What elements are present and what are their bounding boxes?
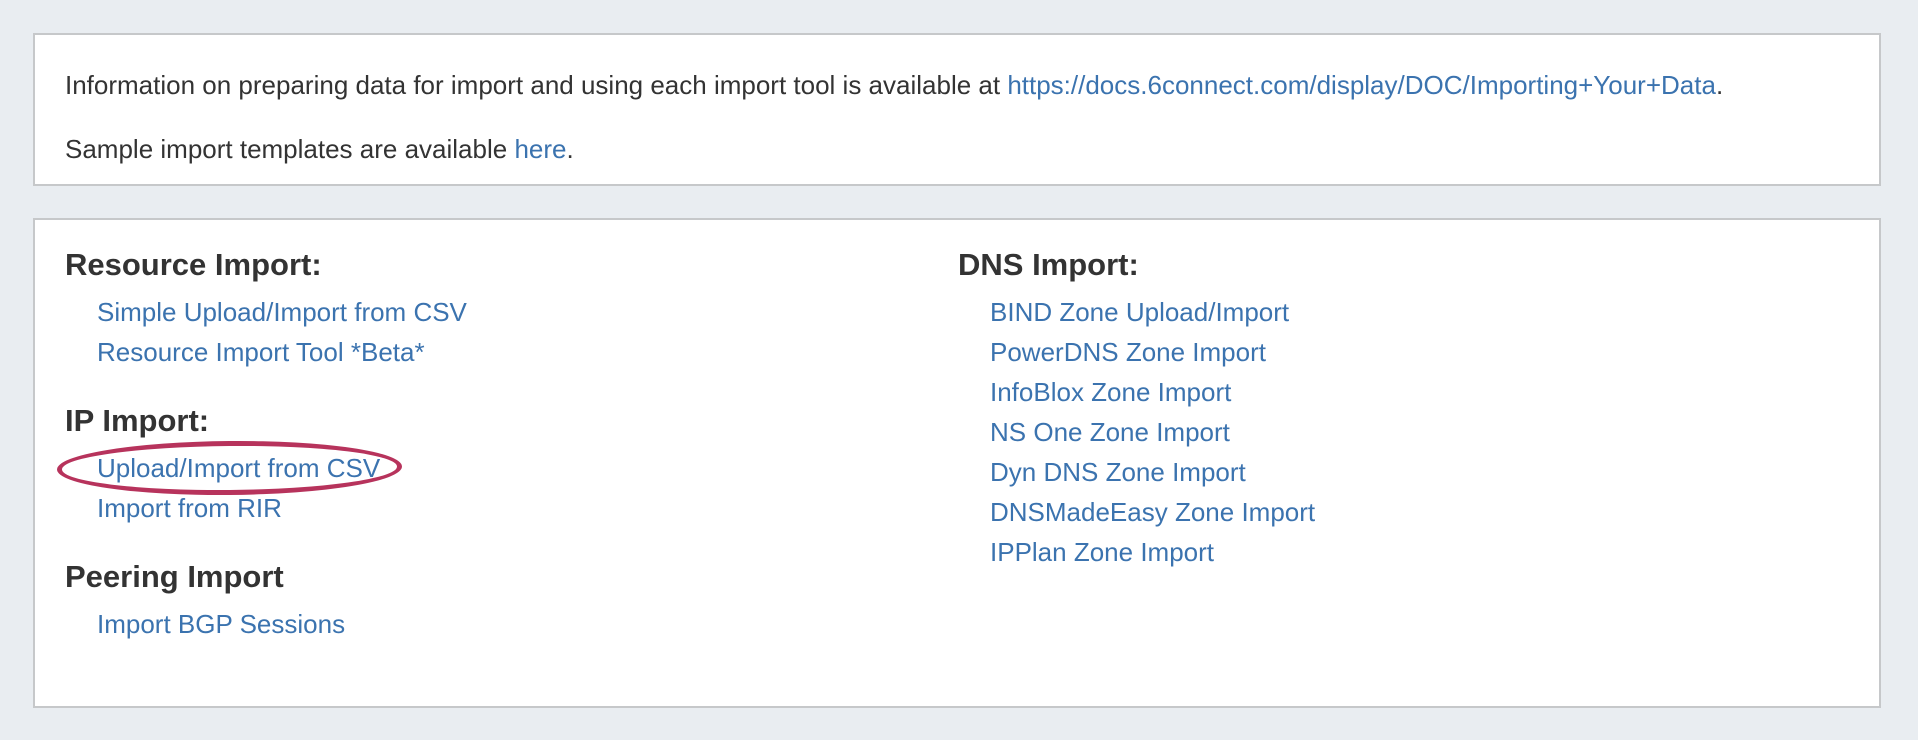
import-link-item: BIND Zone Upload/Import [990,292,1849,332]
import-link-item: Upload/Import from CSV [56,439,958,497]
import-link[interactable]: Simple Upload/Import from CSV [97,297,467,327]
import-link-item: Import from RIR [97,488,958,528]
import-link-item: DNSMadeEasy Zone Import [990,492,1849,532]
info-line-2: Sample import templates are available he… [65,129,1849,169]
info-line-2-text: Sample import templates are available [65,134,515,164]
import-link-item: Dyn DNS Zone Import [990,452,1849,492]
import-link[interactable]: BIND Zone Upload/Import [990,297,1290,327]
import-link-item: Simple Upload/Import from CSV [97,292,958,332]
import-link-list: Import BGP Sessions [65,604,958,644]
info-line-1-text: Information on preparing data for import… [65,70,1008,100]
info-line-1-period: . [1715,70,1724,100]
import-link[interactable]: DNSMadeEasy Zone Import [990,497,1316,527]
import-link[interactable]: Import BGP Sessions [97,609,346,639]
import-link-item: NS One Zone Import [990,412,1849,452]
import-link-item: PowerDNS Zone Import [990,332,1849,372]
import-link[interactable]: NS One Zone Import [990,417,1230,447]
info-line-1: Information on preparing data for import… [65,65,1849,105]
section-heading: Resource Import: [65,247,322,282]
import-link-item: Resource Import Tool *Beta* [97,332,958,372]
info-line-2-period: . [566,134,574,164]
import-link-list: Simple Upload/Import from CSV Resource Im… [65,292,958,372]
import-tools-panel: Resource Import: Simple Upload/Import fro… [33,218,1881,708]
section-heading: Peering Import [65,559,284,594]
import-link-item: Import BGP Sessions [97,604,958,644]
section-heading: DNS Import: [958,247,1139,282]
import-link-list: Upload/Import from CSV Import from RIR [56,439,958,528]
docs-url-link[interactable]: https://docs.6connect.com/display/DOC/Im… [1007,70,1716,100]
import-link[interactable]: IPPlan Zone Import [990,537,1214,567]
import-section: IP Import: Upload/Import from CSV Import f… [56,402,958,528]
info-panel: Information on preparing data for import… [33,33,1881,186]
import-section: Resource Import: Simple Upload/Import fro… [65,246,958,372]
import-link[interactable]: Upload/Import from CSV [97,453,381,483]
sample-templates-here-link[interactable]: here [514,134,567,164]
import-link[interactable]: PowerDNS Zone Import [990,337,1266,367]
import-link-item: InfoBlox Zone Import [990,372,1849,412]
section-heading: IP Import: [65,403,210,438]
import-link[interactable]: Dyn DNS Zone Import [990,457,1246,487]
import-link[interactable]: Resource Import Tool *Beta* [97,337,425,367]
import-link[interactable]: Import from RIR [97,493,282,523]
import-column-left: Resource Import: Simple Upload/Import fro… [56,246,958,644]
import-link-item: IPPlan Zone Import [990,532,1849,572]
import-link[interactable]: InfoBlox Zone Import [990,377,1232,407]
